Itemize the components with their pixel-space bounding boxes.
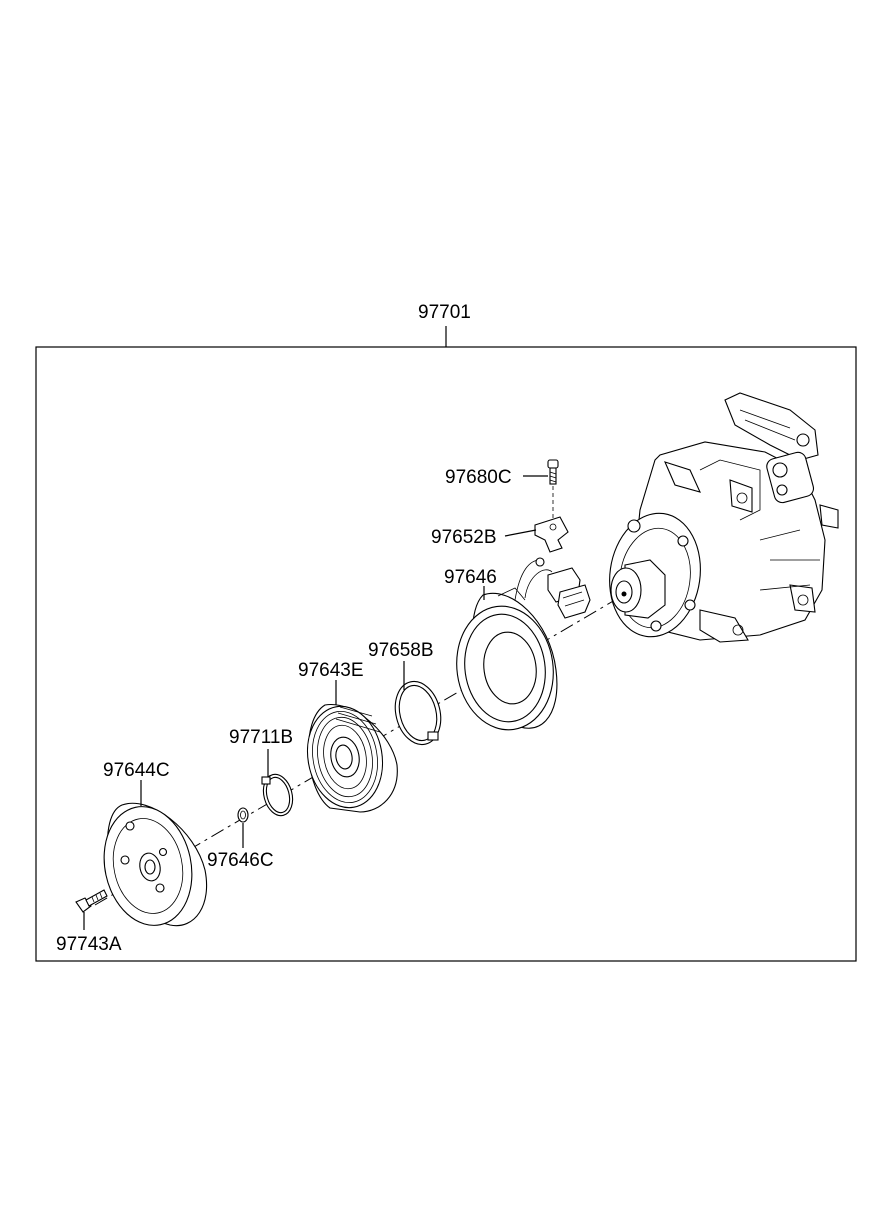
label-97643e: 97643E <box>298 660 364 681</box>
assembly-frame <box>35 346 857 962</box>
leader-97652b <box>504 529 537 537</box>
compressor-body <box>609 392 839 643</box>
label-97646: 97646 <box>444 567 497 588</box>
label-97658b: 97658B <box>368 640 434 661</box>
label-97711b: 97711B <box>229 727 293 748</box>
snap-ring-97658b <box>394 680 442 746</box>
snap-ring-97711b <box>261 773 294 817</box>
label-97680c: 97680C <box>445 467 512 488</box>
hub-bolt-97743a <box>75 889 108 913</box>
bracket-97652b <box>534 516 569 553</box>
label-97644c: 97644C <box>103 760 170 781</box>
bolt-97680c <box>547 459 559 485</box>
label-97646c: 97646C <box>207 850 274 871</box>
label-assembly: 97701 <box>418 302 471 323</box>
pulley-97643e <box>306 704 398 813</box>
label-97652b: 97652B <box>431 527 497 548</box>
shim-97646c <box>237 807 249 823</box>
pressure-plate-97644c <box>103 802 207 927</box>
field-coil-97646 <box>456 557 591 731</box>
label-97743a: 97743A <box>56 934 122 955</box>
